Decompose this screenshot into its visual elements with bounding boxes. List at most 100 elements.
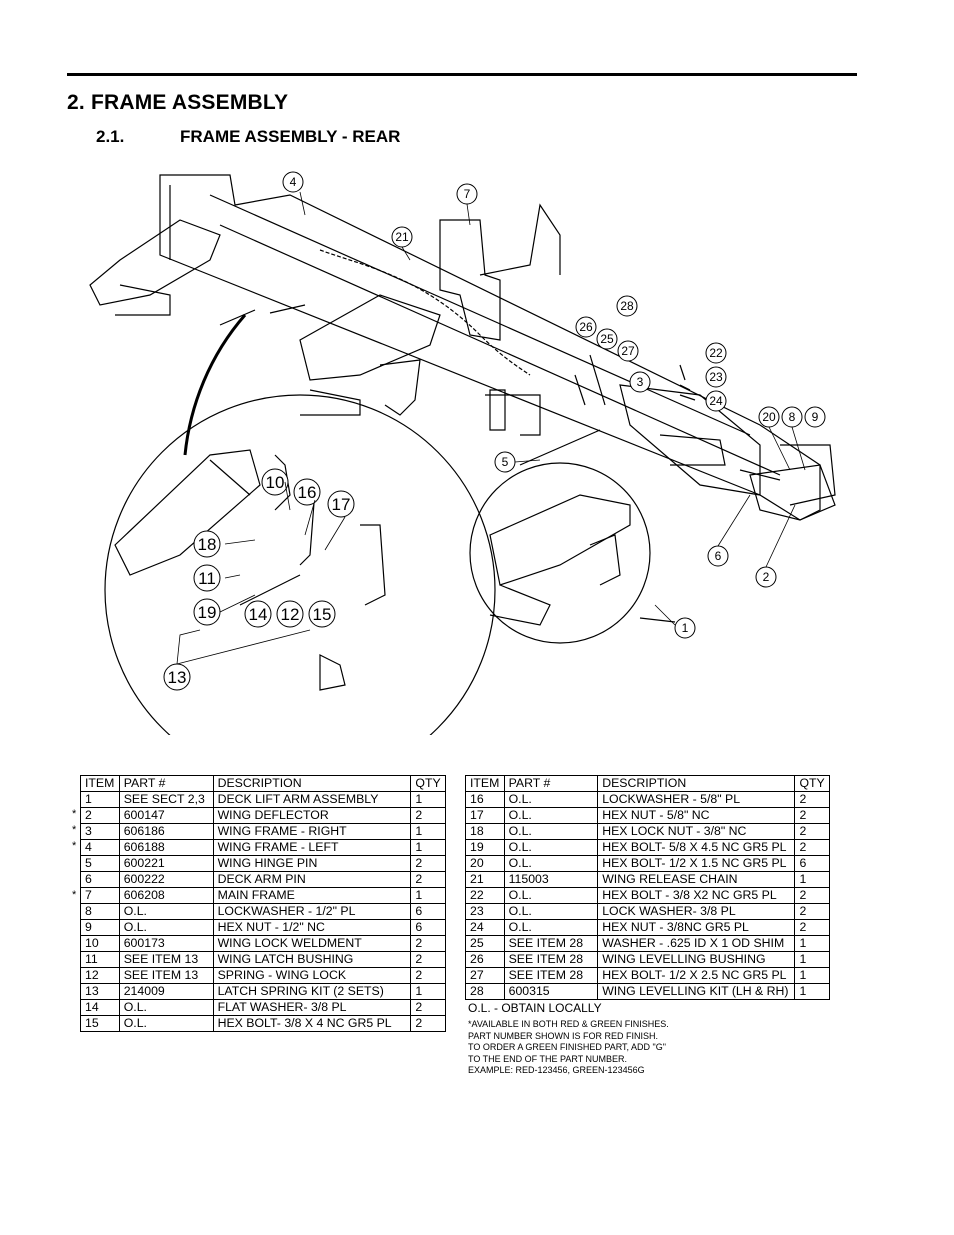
cell-description: HEX NUT - 1/2" NC — [212, 919, 412, 936]
finish-asterisk: * — [72, 824, 77, 837]
cell-description: DECK LIFT ARM ASSEMBLY — [212, 791, 412, 808]
callout-10: 10 — [261, 468, 289, 496]
callout-20: 20 — [758, 406, 780, 428]
svg-text:9: 9 — [812, 410, 819, 424]
header-item: ITEM — [465, 775, 505, 792]
finish-asterisk: * — [72, 808, 77, 821]
cell-qty: 1 — [410, 791, 446, 808]
cell-qty: 2 — [410, 1015, 446, 1032]
detail-callout-group: 10 16 17 18 11 19 14 12 15 13 — [163, 468, 355, 691]
leader-lines — [176, 191, 806, 665]
cell-qty: 2 — [410, 951, 446, 968]
cell-part-number: 214009 — [118, 983, 214, 1000]
callout-19: 19 — [193, 598, 221, 626]
cell-item: 28 — [465, 983, 505, 1000]
cell-description: LOCKWASHER - 1/2" PL — [212, 903, 412, 920]
svg-text:14: 14 — [249, 605, 268, 624]
cell-item: 20 — [465, 855, 505, 872]
svg-text:20: 20 — [762, 410, 776, 424]
cell-item: 22 — [465, 887, 505, 904]
svg-text:28: 28 — [620, 299, 634, 313]
svg-text:12: 12 — [281, 605, 300, 624]
table-header-row: ITEM PART # DESCRIPTION QTY — [80, 775, 446, 792]
cell-description: HEX BOLT - 3/8 X2 NC GR5 PL — [597, 887, 796, 904]
cell-description: WING LOCK WELDMENT — [212, 935, 412, 952]
cell-description: DECK ARM PIN — [212, 871, 412, 888]
cell-qty: 1 — [410, 887, 446, 904]
cell-qty: 2 — [410, 855, 446, 872]
cell-qty: 2 — [794, 823, 830, 840]
svg-text:7: 7 — [464, 187, 471, 201]
cell-description: WING DEFLECTOR — [212, 807, 412, 824]
cell-description: HEX BOLT- 1/2 X 1.5 NC GR5 PL — [597, 855, 796, 872]
cell-qty: 2 — [794, 791, 830, 808]
cell-part-number: O.L. — [503, 807, 599, 824]
cell-item: 6 — [80, 871, 120, 888]
cell-part-number: 600222 — [118, 871, 214, 888]
cell-description: HEX LOCK NUT - 3/8" NC — [597, 823, 796, 840]
cell-item: 14 — [80, 999, 120, 1016]
cell-part-number: O.L. — [503, 839, 599, 856]
cell-description: WING RELEASE CHAIN — [597, 871, 796, 888]
cell-part-number: 600173 — [118, 935, 214, 952]
cell-qty: 2 — [794, 919, 830, 936]
cell-qty: 2 — [410, 999, 446, 1016]
cell-description: FLAT WASHER- 3/8 PL — [212, 999, 412, 1016]
cell-item: 21 — [465, 871, 505, 888]
svg-text:19: 19 — [198, 603, 217, 622]
cell-description: WING LEVELLING BUSHING — [597, 951, 796, 968]
cell-item: 3 — [80, 823, 120, 840]
cell-part-number: O.L. — [118, 999, 214, 1016]
finish-note-line: *AVAILABLE IN BOTH RED & GREEN FINISHES. — [468, 1019, 669, 1029]
header-description: DESCRIPTION — [212, 775, 412, 792]
callout-7: 7 — [456, 183, 478, 205]
svg-text:27: 27 — [621, 344, 635, 358]
cell-part-number: 600221 — [118, 855, 214, 872]
callout-22: 22 — [705, 342, 727, 364]
cell-part-number: 606188 — [118, 839, 214, 856]
svg-text:21: 21 — [395, 230, 409, 244]
cell-item: 17 — [465, 807, 505, 824]
header-qty: QTY — [794, 775, 830, 792]
cell-item: 4 — [80, 839, 120, 856]
callout-21: 21 — [391, 226, 413, 248]
callout-1: 1 — [674, 617, 696, 639]
callout-18: 18 — [193, 530, 221, 558]
cell-item: 5 — [80, 855, 120, 872]
cell-description: SPRING - WING LOCK — [212, 967, 412, 984]
cell-part-number: SEE ITEM 13 — [118, 967, 214, 984]
cell-item: 19 — [465, 839, 505, 856]
cell-description: WING LATCH BUSHING — [212, 951, 412, 968]
finish-note-line: PART NUMBER SHOWN IS FOR RED FINISH. — [468, 1030, 659, 1041]
cell-description: WING LEVELLING KIT (LH & RH) — [597, 983, 796, 1000]
cell-part-number: 600147 — [118, 807, 214, 824]
svg-text:5: 5 — [502, 455, 509, 469]
cell-item: 12 — [80, 967, 120, 984]
callout-23: 23 — [705, 366, 727, 388]
callout-group: 4 7 21 28 26 25 27 22 3 23 24 20 8 9 5 6… — [282, 171, 826, 639]
cell-part-number: O.L. — [118, 903, 214, 920]
callout-12: 12 — [276, 600, 304, 628]
cell-description: HEX BOLT- 5/8 X 4.5 NC GR5 PL — [597, 839, 796, 856]
cell-item: 10 — [80, 935, 120, 952]
svg-text:13: 13 — [168, 668, 187, 687]
subsection-number: 2.1. — [96, 127, 125, 146]
cell-part-number: SEE ITEM 28 — [503, 967, 599, 984]
cell-part-number: SEE ITEM 28 — [503, 935, 599, 952]
cell-description: HEX NUT - 5/8" NC — [597, 807, 796, 824]
